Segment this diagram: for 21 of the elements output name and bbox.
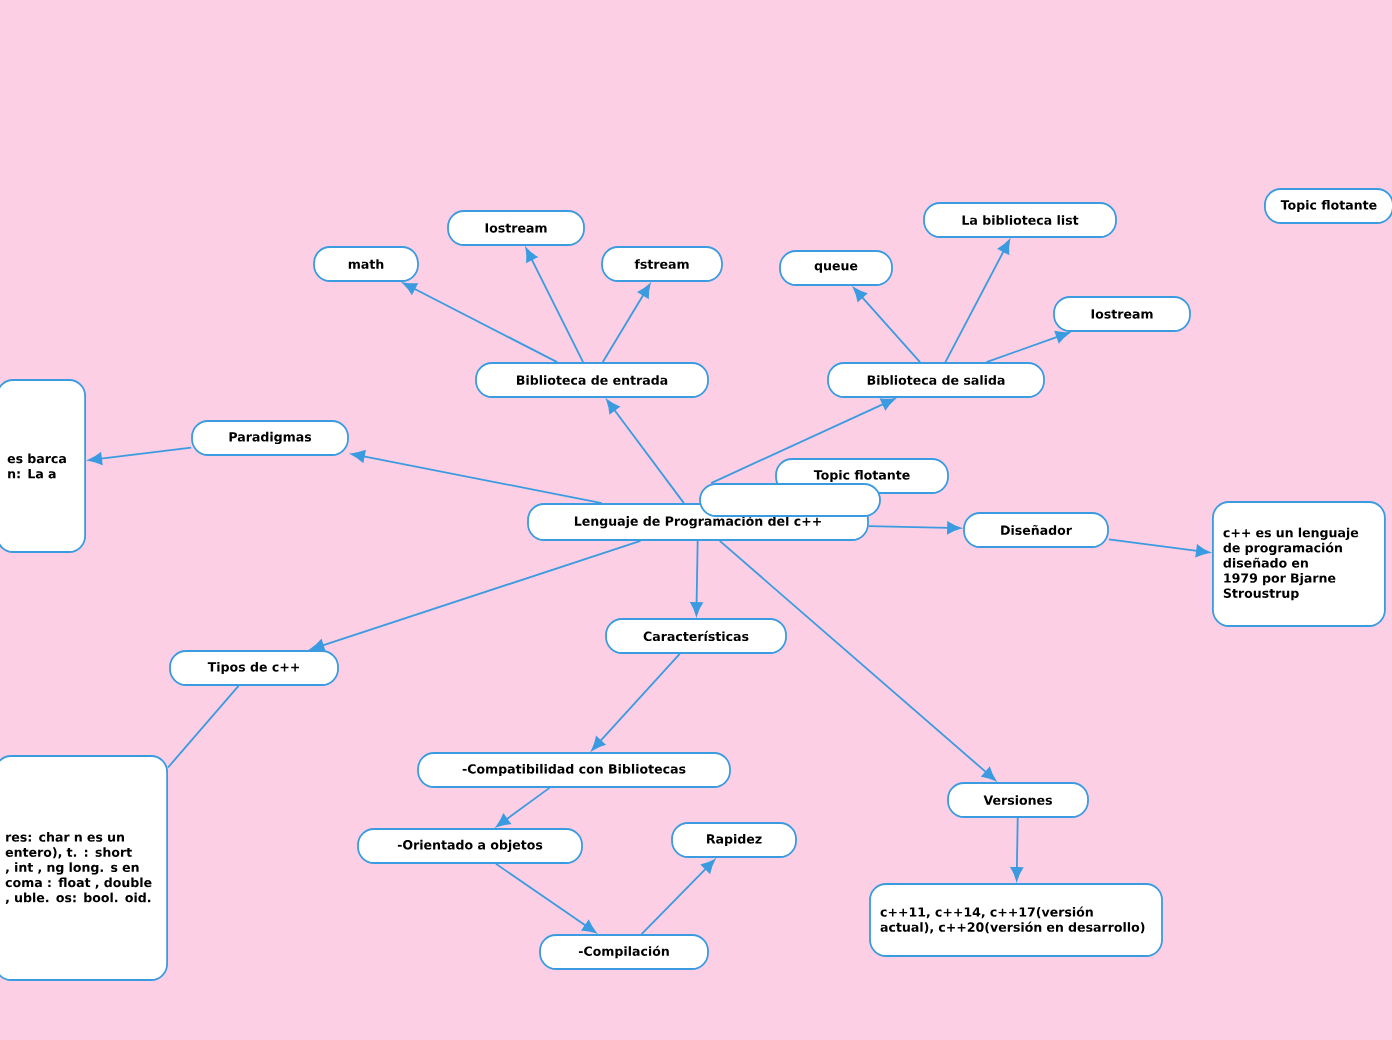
arrow	[88, 446, 192, 465]
arrow	[853, 287, 921, 363]
arrow	[495, 863, 597, 934]
arrow	[868, 521, 961, 535]
arrow	[591, 653, 681, 751]
arrow	[310, 540, 642, 652]
arrow	[601, 283, 651, 363]
arrow	[944, 239, 1010, 363]
arrow	[640, 859, 716, 935]
arrow	[690, 540, 703, 616]
arrow	[710, 398, 895, 484]
arrow	[718, 540, 996, 781]
arrow	[525, 247, 584, 363]
arrow	[1010, 817, 1024, 881]
topic-box	[699, 483, 881, 517]
arrow	[985, 331, 1070, 363]
arrow	[402, 282, 559, 363]
arrow	[496, 787, 551, 828]
arrow	[351, 450, 603, 504]
arrow	[1108, 538, 1210, 557]
arrow	[606, 399, 685, 504]
